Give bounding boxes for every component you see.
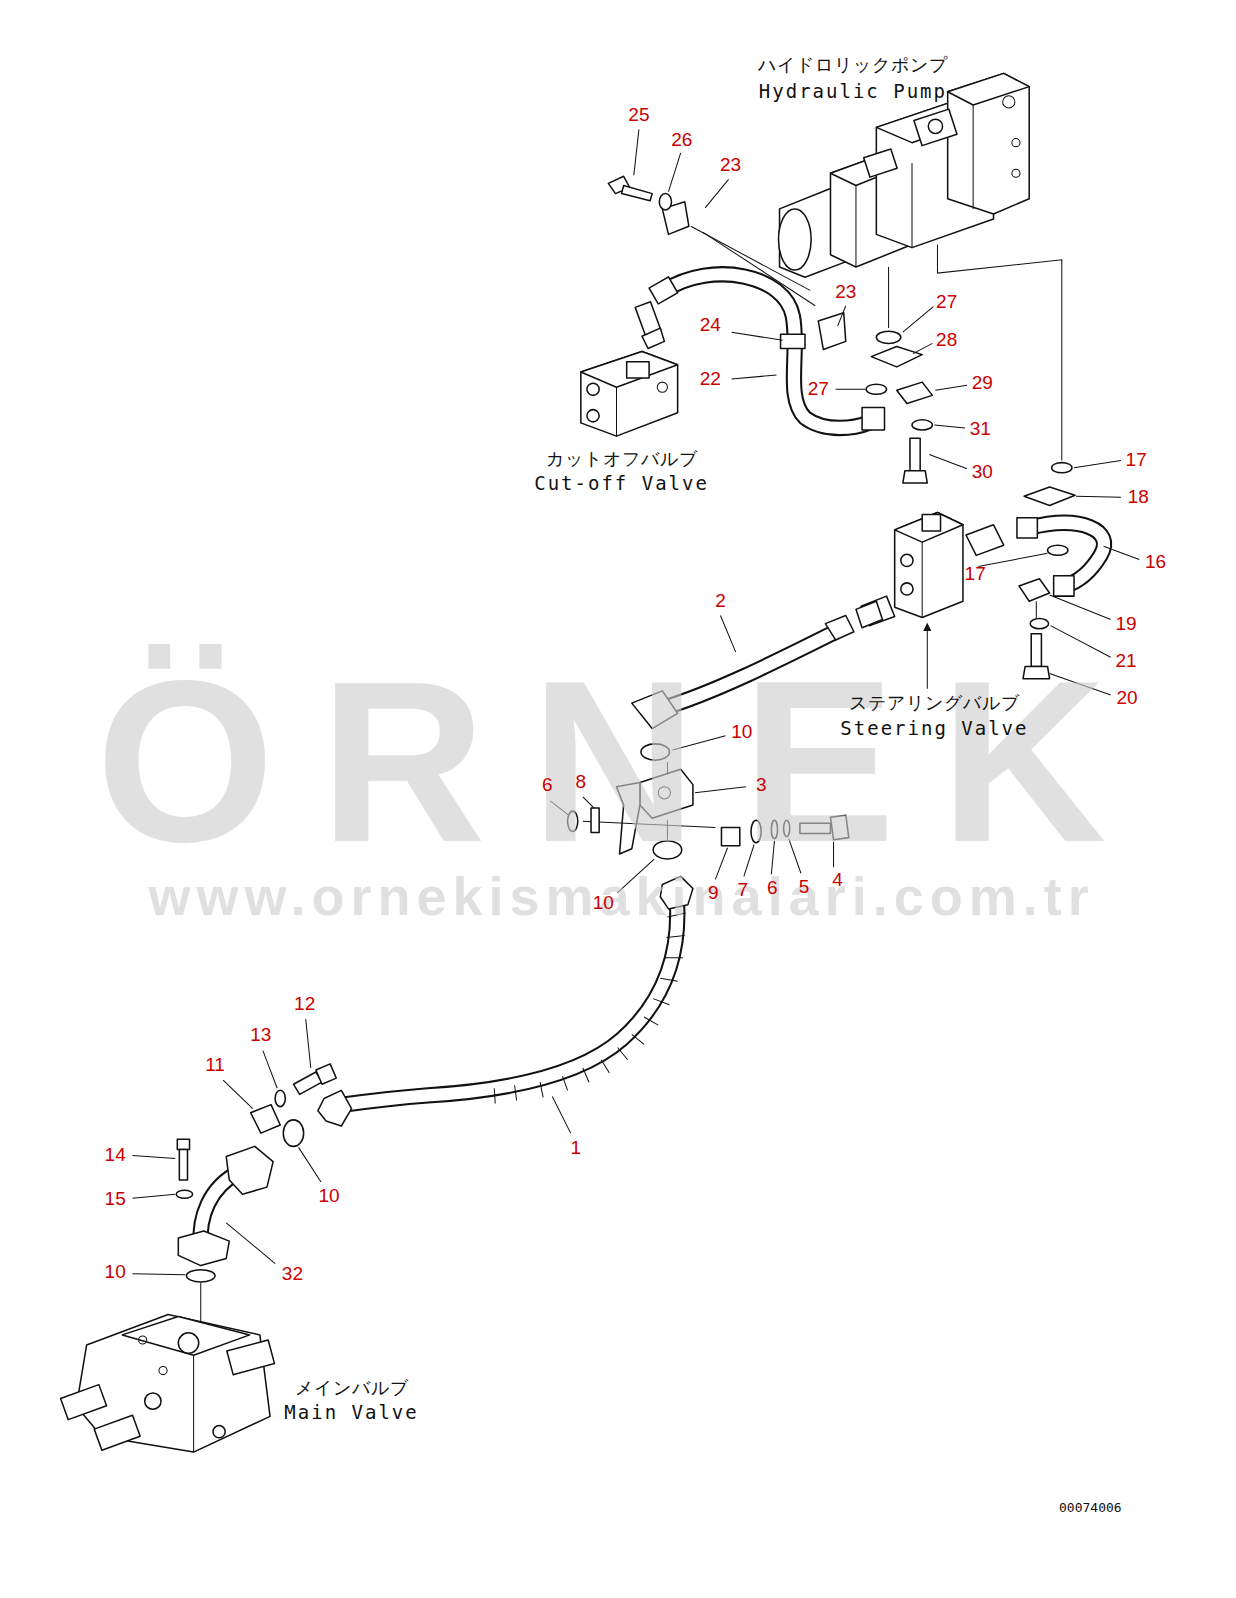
component-name: Main Valve: [284, 1402, 418, 1423]
callout-number: 13: [250, 1025, 271, 1046]
component-name-jp: メインバルブ: [295, 1378, 409, 1398]
callout-number: 10: [731, 721, 752, 742]
cut-off-valve: [581, 302, 678, 436]
callout-number: 21: [1115, 651, 1136, 672]
callout-number: 11: [205, 1054, 225, 1075]
callout-number: 9: [708, 882, 719, 903]
component-name-jp: ステアリングバルブ: [849, 693, 1020, 713]
callout-number: 10: [593, 892, 614, 913]
callout-number: 3: [756, 774, 767, 795]
callout-number: 6: [767, 877, 778, 898]
component-name: Hydraulic Pump: [759, 80, 947, 101]
watermark-url: www.ornekismakinalari.com.tr: [148, 867, 1094, 926]
drawing-code: 00074006: [1059, 1501, 1122, 1515]
callout-number: 15: [105, 1189, 126, 1210]
callout-number: 26: [671, 129, 692, 150]
watermark-logo: ÖRNEK: [96, 647, 1152, 877]
callout-number: 17: [1126, 449, 1147, 470]
callout-number: 22: [700, 369, 721, 390]
component-name-jp: ハイドロリックポンプ: [758, 55, 948, 75]
callout-number: 23: [835, 282, 856, 303]
hydraulic-pump: [779, 73, 1030, 277]
callout-number: 8: [576, 771, 587, 792]
callout-number: 32: [282, 1263, 303, 1284]
component-name: Cut-off Valve: [534, 473, 709, 494]
callout-number: 6: [542, 774, 553, 795]
component-name-jp: カットオフバルブ: [546, 449, 698, 469]
callout-number: 14: [105, 1144, 126, 1165]
callout-number: 12: [294, 993, 315, 1014]
callout-number: 27: [808, 379, 829, 400]
callout-number: 24: [700, 315, 721, 336]
callout-number: 31: [970, 419, 991, 440]
steering-valve: [861, 513, 1004, 626]
callout-number: 10: [319, 1186, 340, 1207]
callout-number: 20: [1116, 688, 1137, 709]
callout-number: 27: [936, 291, 957, 312]
callout-number: 30: [972, 461, 993, 482]
callout-number: 18: [1128, 487, 1149, 508]
callout-number: 7: [738, 879, 749, 900]
callout-number: 19: [1115, 613, 1136, 634]
callout-number: 25: [628, 105, 649, 126]
callout-number: 29: [972, 373, 993, 394]
callout-number: 4: [832, 870, 843, 891]
callout-number: 10: [105, 1261, 126, 1282]
callout-number: 17: [965, 563, 986, 584]
callout-number: 5: [799, 876, 810, 897]
callout-number: 28: [936, 330, 957, 351]
main-valve: [61, 1315, 275, 1453]
component-name: Steering Valve: [840, 717, 1028, 738]
callout-number: 2: [715, 591, 726, 612]
callout-number: 16: [1145, 552, 1166, 573]
callout-number: 1: [570, 1138, 581, 1159]
callout-number: 23: [720, 155, 741, 176]
